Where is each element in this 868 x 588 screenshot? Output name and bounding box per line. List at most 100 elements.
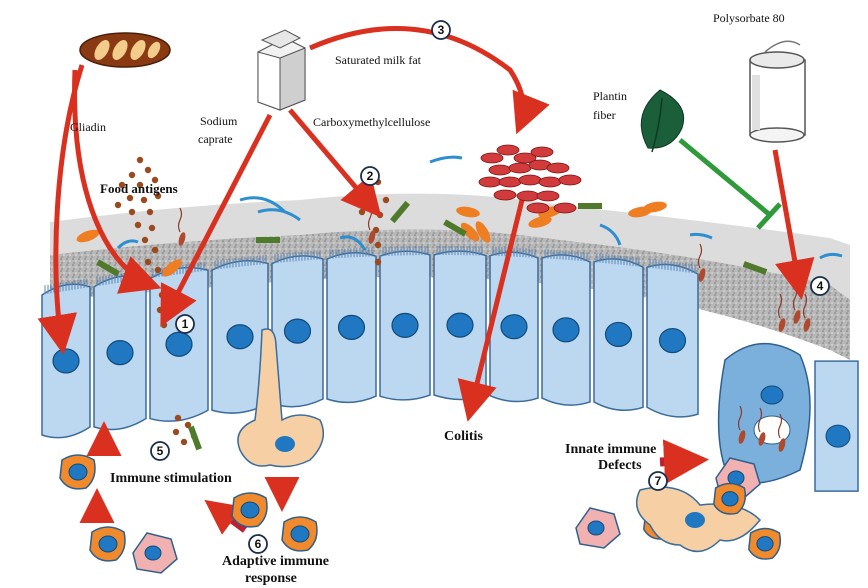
sodium-caprate-arrow [160,113,273,327]
antigen-particle [374,258,382,266]
polysorbate-arrow [772,149,815,300]
antigen-particle [144,166,152,174]
mucus-fiber [429,155,463,164]
fat-droplet [498,176,522,188]
antigen-particle [126,194,134,202]
cell-nucleus [283,318,312,344]
label-innate-immune: Innate immune [565,442,656,457]
mucus-fiber [339,235,367,251]
plasma-cell-nucleus [721,491,739,507]
mucus-fiber [599,223,622,246]
bacterium-body [178,232,186,246]
macrophage-nucleus [685,512,705,528]
cell-nucleus [226,324,254,350]
marker-circle-4 [810,276,830,296]
label-saturated-milk-fat: Saturated milk fat [335,53,422,67]
lymphocyte-nucleus [144,545,162,561]
immune-cells [59,454,782,574]
label-sodium: Sodium [200,114,238,128]
fat-droplet [530,146,554,158]
bacterium-flagellum [777,413,783,439]
antigen-particle [154,266,162,274]
milk-carton-icon [257,29,306,111]
fiber-inhibition-line [678,138,772,217]
antigen-particle [361,184,369,192]
fat-droplet [538,176,562,188]
antigen-particle [174,414,182,422]
lymphocyte-nucleus [587,520,605,536]
label-carboxymethylcellulose: Carboxymethylcellulose [313,115,430,129]
mucus-fiber [819,252,843,260]
cell-nucleus [446,312,474,338]
fat-droplet [513,152,537,164]
fat-droplet [558,174,582,186]
antigen-particle [128,208,136,216]
dendritic-nucleus [275,436,295,452]
orange-bacterium [460,222,480,242]
antigen-particle [358,208,366,216]
plasma-cell-nucleus [240,501,260,519]
marker-circle-7 [648,471,668,491]
fat-droplet-cluster [478,144,582,214]
cell-nucleus [658,327,687,354]
marker-number-6: 6 [255,537,262,551]
antigen-particle [146,208,154,216]
cell-nucleus [52,348,80,374]
antigen-particle [382,196,390,204]
antigen-particle [118,181,126,189]
green-rod [96,259,120,277]
antigen-particle [148,224,156,232]
bacterium-body [803,318,811,332]
orange-bacterium [162,259,182,277]
antigen-particle [156,306,164,314]
antigen-particle [140,196,148,204]
fat-droplet [480,152,504,164]
bacterium-flagellum [757,407,763,433]
mucus-fiber [239,196,287,214]
antigen-particle [151,176,159,184]
colitis-arrow [457,199,525,422]
cell-nucleus [391,312,419,338]
antigen-particle [158,291,166,299]
dendritic-cell [237,328,325,468]
label-plantin: Plantin [593,89,627,103]
cell-nucleus [825,424,851,448]
cell-nucleus [552,317,580,343]
label-defects: Defects [598,458,642,473]
innate-arrow [659,439,709,485]
plasma-cell-nucleus [756,536,774,552]
mucus-fiber [116,239,139,250]
orange-bacterium [456,206,480,218]
antigen-particle [154,192,162,200]
adaptive-arrow-3 [204,499,248,535]
cell-nucleus [106,340,134,366]
marker-circle-1 [175,314,195,334]
orange-bacterium [643,201,667,213]
cmc-arrow [288,108,382,218]
fat-droplet [536,190,560,202]
fat-droplet [518,174,542,186]
green-rod [389,200,411,224]
antigen-particle [180,438,188,446]
antigen-particle [374,241,382,249]
damaged-epithelium [717,343,811,485]
antigen-particle [151,246,159,254]
fat-droplet [508,162,532,174]
fat-droplet [553,202,577,214]
marker-number-5: 5 [157,444,164,458]
marker-number-2: 2 [367,169,374,183]
cell-nucleus [500,314,528,340]
antigen-particle [184,421,192,429]
marker-circle-2 [360,166,380,186]
label-food-antigens: Food antigens [100,181,178,196]
fat-droplet [496,144,520,156]
plasma-cell-nucleus [98,535,118,553]
bacterium-body [738,430,746,444]
polysorbate-can-icon [749,40,806,143]
orange-bacterium [76,229,100,243]
orange-bacterium [528,216,552,228]
damaged-cell-nucleus [760,385,784,405]
